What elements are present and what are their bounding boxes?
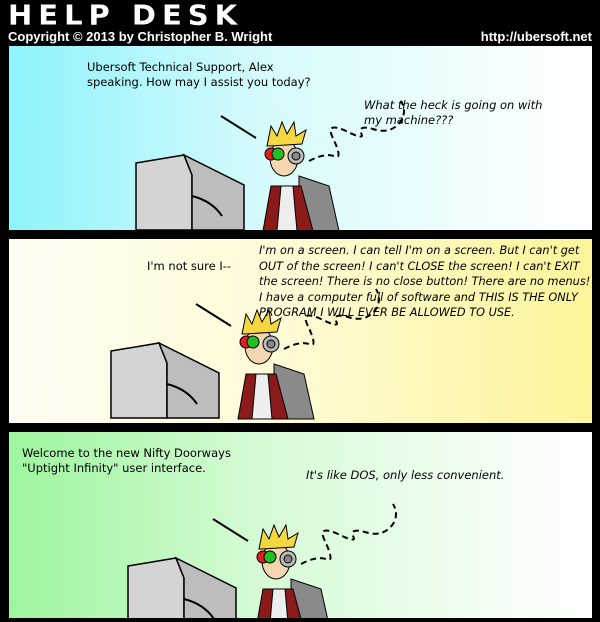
panel-2: I'm not sure I-- I'm on a screen. I can … [9, 239, 592, 423]
copyright: Copyright © 2013 by Christopher B. Wrigh… [8, 29, 273, 44]
site-url: http://ubersoft.net [480, 29, 592, 44]
speech-alex: I'm not sure I-- [147, 259, 232, 273]
speech-alex: Welcome to the new Nifty Doorways "Uptig… [22, 446, 231, 475]
panel-3: Welcome to the new Nifty Doorways "Uptig… [9, 432, 592, 618]
speech-caller: I'm on a screen. I can tell I'm on a scr… [259, 244, 591, 319]
speech-alex: Ubersoft Technical Support, Alex speakin… [87, 60, 311, 89]
speech-caller: What the heck is going on with my machin… [364, 98, 543, 127]
comic-title: HELP DESK [8, 0, 244, 32]
panel-1: Ubersoft Technical Support, Alex speakin… [9, 46, 592, 230]
speech-caller: It's like DOS, only less convenient. [306, 468, 505, 482]
